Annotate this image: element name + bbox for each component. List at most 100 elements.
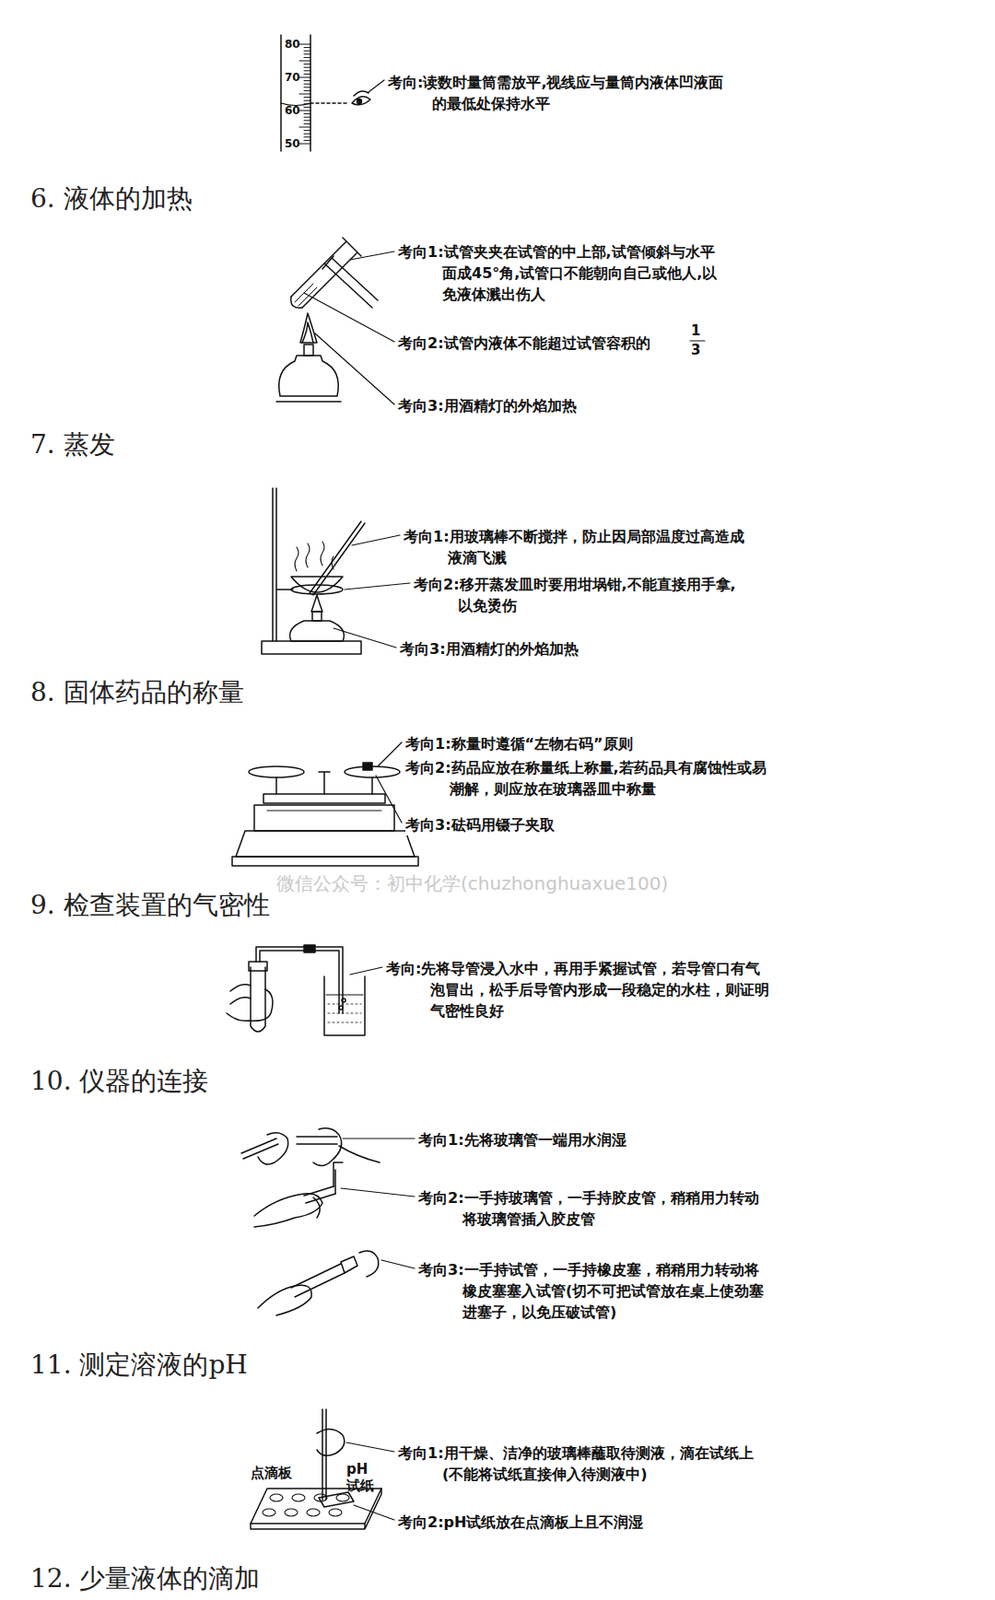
iron-stand: [261, 488, 362, 655]
heating-test-tube: [291, 237, 362, 308]
callout-text: 考向2:药品应放在称量纸上称量,若药品具有腐蚀性或易潮解，则应放在玻璃器皿中称量: [405, 757, 767, 800]
hand-with-test-tube: [340, 1256, 358, 1274]
graduated-cylinder: [304, 100, 311, 102]
beaker: [327, 1004, 362, 1023]
hand-with-rubber-hose: [254, 1194, 323, 1228]
hand-with-rubber-hose: [313, 1197, 320, 1218]
ph-paper: [318, 1492, 354, 1508]
callout-text: 考向1:用玻璃棒不断搅拌，防止因局部温度过高造成液滴飞溅: [403, 526, 747, 569]
vapor: [294, 547, 299, 572]
callout-text: 考向3:一手持试管，一手持橡皮塞，稍稍用力转动将橡皮塞塞入试管(切不可把试管放在…: [418, 1259, 769, 1324]
beaker: [341, 998, 346, 1003]
spot-plate: [306, 1509, 320, 1517]
balance: [235, 831, 415, 857]
leader-line: [344, 583, 410, 590]
spot-plate: [328, 1509, 342, 1517]
alcohol-lamp: [290, 595, 345, 642]
delivery-tube: [256, 945, 343, 1014]
scale-number: 70: [284, 71, 301, 83]
section-heading: 9. 检查装置的气密性: [30, 889, 270, 922]
spot-plate: [292, 1494, 305, 1502]
alcohol-lamp: [276, 313, 341, 402]
graduated-cylinder: [299, 44, 311, 46]
leader-line: [375, 775, 402, 823]
ph-paper: [318, 1492, 354, 1508]
test-tube-holder: [322, 256, 378, 308]
balance: [254, 805, 395, 832]
beaker: [324, 976, 365, 1036]
leader-line: [353, 1505, 395, 1521]
spot-plate: [284, 1509, 298, 1517]
fraction-bar: [690, 339, 705, 341]
leader-line: [350, 967, 383, 975]
callout-text: 考向2:pH试纸放在点滴板上且不润湿: [398, 1511, 730, 1534]
graduated-cylinder: [299, 143, 311, 145]
leader-line: [346, 1442, 395, 1452]
callout-text: 考向3:砝码用镊子夹取: [405, 814, 682, 836]
callout-text: 考向1:试管夹夹在试管的中上部,试管倾斜与水平面成45°角,试管口不能朝向自己或…: [398, 241, 726, 306]
hand-with-glass-tube: [257, 1133, 289, 1165]
graduated-cylinder: [280, 35, 349, 152]
leader-line: [315, 333, 395, 405]
graduated-cylinder: [299, 127, 311, 129]
spot-plate: [336, 1494, 350, 1502]
vapor: [320, 541, 325, 566]
balance: [267, 810, 382, 812]
glass-rod-with-hand: [316, 1409, 345, 1500]
graduated-cylinder: [304, 106, 311, 108]
graduated-cylinder: [299, 77, 311, 79]
iron-stand: [272, 488, 277, 642]
fraction-denominator: 3: [690, 343, 701, 358]
alcohol-lamp: [311, 595, 323, 612]
leader-line: [368, 80, 385, 93]
graduated-cylinder: [280, 35, 311, 152]
graduated-cylinder: [304, 86, 311, 88]
vapor: [294, 541, 334, 572]
hand-with-test-tube: [359, 1251, 379, 1277]
heating-test-tube: [294, 283, 317, 306]
alcohol-lamp: [276, 400, 341, 403]
test-tube: [250, 967, 266, 1032]
callout-text: 考向1:用干燥、洁净的玻璃棒蘸取待测液，滴在试纸上(不能将试纸直接伸入待测液中): [398, 1442, 771, 1486]
balance: [232, 762, 419, 867]
alcohol-lamp: [312, 611, 322, 621]
alcohol-lamp: [304, 344, 314, 356]
leader-line: [340, 1188, 415, 1197]
hand-with-glass-tube: [339, 1146, 380, 1163]
graduated-cylinder: [304, 117, 311, 118]
scale-number: 60: [284, 105, 301, 117]
beaker: [326, 995, 363, 996]
hand-with-rubber-hose: [333, 1162, 343, 1194]
scale-number: 50: [284, 138, 301, 150]
hand-with-rubber-hose: [304, 1186, 336, 1204]
vapor: [331, 556, 334, 570]
hand-with-test-tube: [291, 1264, 345, 1298]
fraction-bar: [690, 339, 705, 341]
delivery-tube: [304, 945, 316, 953]
leader-line: [368, 80, 385, 93]
heating-test-tube: [291, 296, 303, 308]
section-heading: 7. 蒸发: [30, 429, 116, 461]
balance: [248, 766, 305, 778]
callout-text: 考向3:用酒精灯的外焰加热: [398, 395, 675, 417]
glass-rod-with-hand: [316, 1428, 345, 1456]
graduated-cylinder: [304, 63, 311, 65]
leader-line: [346, 1442, 395, 1521]
graduated-cylinder: [304, 140, 311, 141]
graduated-cylinder: [304, 57, 311, 59]
callout-text: 考向:先将导管浸入水中，再用手紧握试管，若导管口有气泡冒出，松手后导管内形成一段…: [386, 958, 773, 1023]
graduated-cylinder: [310, 102, 349, 105]
graduated-cylinder: [304, 53, 311, 55]
scale-number: 80: [284, 38, 301, 50]
alcohol-lamp: [290, 620, 345, 642]
part-label: 点滴板: [250, 1464, 293, 1482]
hand-with-test-tube: [257, 1251, 379, 1316]
hand-with-test-tube: [257, 1285, 312, 1316]
graduated-cylinder: [304, 123, 311, 125]
leader-line: [333, 535, 410, 648]
balance: [232, 856, 419, 867]
graduated-cylinder: [304, 83, 311, 85]
graduated-cylinder: [304, 136, 311, 138]
fraction-numerator: 1: [690, 324, 701, 339]
